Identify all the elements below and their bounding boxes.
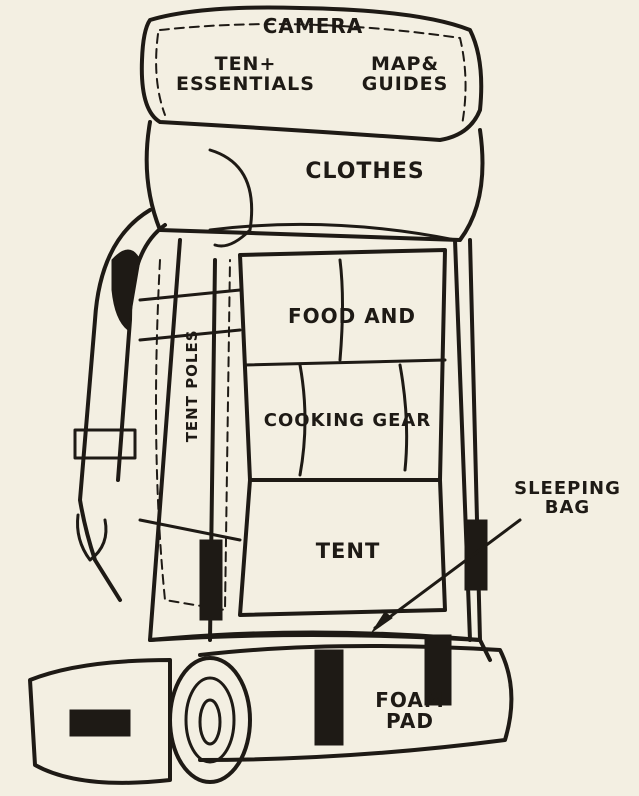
shoulder-strap [78, 208, 152, 602]
compression-strap-1 [138, 288, 242, 302]
food-box-divider-v2 [298, 363, 307, 477]
label-camera: CAMERA [262, 14, 364, 38]
top-lid-seam-left [155, 33, 166, 116]
top-lid-seam [159, 23, 467, 126]
hip-belt-buckle [69, 709, 131, 737]
sleeping-bag-arrowhead [371, 611, 393, 633]
foam-pad-end-mid [184, 676, 236, 764]
label-sleeping-bag: SLEEPING BAG [514, 478, 621, 518]
strap-loop [76, 513, 108, 562]
label-map-guides: MAP& GUIDES [361, 53, 449, 95]
compression-strap-3 [138, 518, 242, 542]
label-clothes: CLOTHES [305, 159, 425, 184]
frame-strap-left [199, 539, 223, 621]
hip-belt [28, 658, 172, 785]
food-box-divider-v1 [338, 258, 344, 362]
tent-poles-pocket-dash [155, 259, 231, 611]
strap-buckle-upper [73, 428, 137, 460]
frame-strap-right [464, 519, 488, 591]
foam-pad-end-inner [198, 698, 222, 746]
label-tent: TENT [315, 539, 381, 563]
strap-dark-pad [111, 249, 141, 331]
label-cooking-gear: COOKING GEAR [263, 410, 432, 431]
foam-pad-strap-2 [424, 634, 452, 706]
top-lid-outline [139, 5, 484, 142]
upper-body-outline [144, 120, 485, 242]
sleeping-bag-arrow [373, 518, 522, 630]
food-box-divider-h1 [243, 358, 447, 367]
upper-pocket-curve [208, 148, 254, 248]
foam-pad-roll [198, 644, 514, 762]
compression-strap-2 [138, 328, 242, 342]
body-divider [208, 222, 457, 242]
food-box-divider-v3 [398, 363, 409, 472]
tent-compartment-outline [238, 478, 447, 617]
label-ten-essentials: TEN+ ESSENTIALS [176, 53, 315, 95]
foam-pad-strap-1 [314, 649, 344, 746]
label-tent-poles: TENT POLES [183, 329, 202, 443]
label-food-and: FOOD AND [287, 304, 417, 328]
label-foam-pad: FOAM PAD [375, 688, 445, 733]
